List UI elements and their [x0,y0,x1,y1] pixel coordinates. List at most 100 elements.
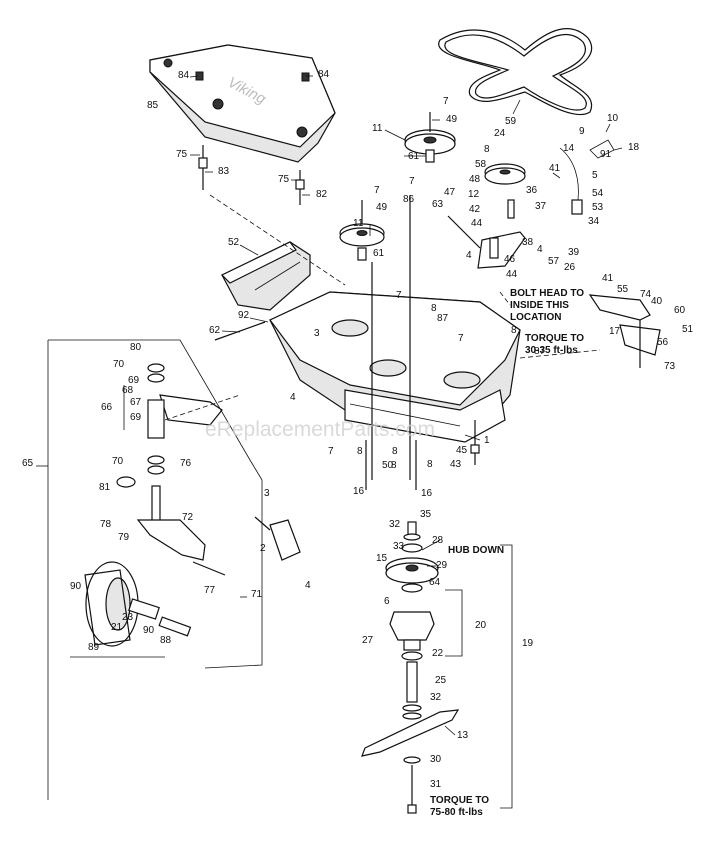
callout-11: 11 [353,218,364,229]
callout-66: 66 [101,402,113,413]
callout-8: 8 [392,446,398,457]
callout-49: 49 [446,114,458,125]
callout-74: 74 [640,289,652,300]
callout-82: 82 [316,189,328,200]
callout-91: 91 [600,149,612,160]
callout-79: 79 [118,532,130,543]
callout-1: 1 [484,435,490,446]
caster-wheel-assembly [84,363,226,647]
callout-51: 51 [682,324,694,335]
callout-61: 61 [373,248,385,259]
callout-44: 44 [471,218,483,229]
callout-39: 39 [568,247,580,258]
callout-41: 41 [549,163,561,174]
callout-4: 4 [305,580,311,591]
callout-33: 33 [393,541,405,552]
callout-28: 28 [432,535,444,546]
callout-80: 80 [130,342,142,353]
callout-7: 7 [409,176,415,187]
callout-46: 46 [504,254,516,265]
discharge-chute [220,241,311,311]
callout-17: 17 [609,326,621,337]
callout-90: 90 [143,625,155,636]
callout-73: 73 [664,361,676,372]
dashed-lines [164,194,601,421]
callout-49: 49 [376,202,388,213]
callout-10: 10 [607,113,619,124]
callout-7: 7 [443,96,449,107]
callout-35: 35 [420,509,432,520]
callout-63: 63 [432,199,444,210]
callout-3: 3 [264,488,270,499]
callout-34: 34 [588,216,600,227]
callout-50: 50 [382,460,394,471]
callout-16: 16 [353,486,365,497]
callout-26: 26 [564,262,576,273]
callout-8: 8 [484,144,490,155]
spindle-assembly [361,521,460,814]
callout-84: 84 [318,69,330,80]
note-bolt-head-line2: INSIDE THIS [510,300,569,311]
callout-16: 16 [421,488,433,499]
callout-81: 81 [99,482,111,493]
note-torque-bottom-line2: 75-80 ft-lbs [430,807,483,818]
callout-48: 48 [469,174,481,185]
callout-8: 8 [431,303,437,314]
note-bolt-head: BOLT HEAD TO INSIDE THIS LOCATION [510,288,584,323]
callout-45: 45 [456,445,468,456]
callout-72: 72 [182,512,194,523]
callout-53: 53 [592,202,604,213]
callout-7: 7 [458,333,464,344]
callout-56: 56 [657,337,669,348]
watermark: eReplacementParts.com [205,418,435,441]
callout-21: 21 [111,622,123,633]
brackets [254,516,301,561]
callout-8: 8 [391,460,397,471]
callout-89: 89 [88,642,100,653]
callout-9: 9 [579,126,585,137]
callout-69: 69 [130,412,142,423]
callout-23: 23 [122,612,134,623]
callout-7: 7 [374,185,380,196]
callout-15: 15 [376,553,388,564]
callout-62: 62 [209,325,221,336]
callout-29: 29 [436,560,448,571]
callout-86: 86 [403,194,415,205]
callout-25: 25 [435,675,447,686]
callout-47: 47 [444,187,456,198]
note-bolt-head-line1: BOLT HEAD TO [510,288,584,299]
callout-20: 20 [475,620,487,631]
callout-88: 88 [160,635,172,646]
note-torque-top-line1: TORQUE TO [525,333,584,344]
upper-pulleys [339,112,526,261]
callout-2: 2 [260,543,266,554]
note-torque-top: TORQUE TO 30-35 ft-lbs [525,333,584,356]
callout-36: 36 [526,185,538,196]
idler-arm-assembly [447,139,615,269]
callout-87: 87 [437,313,449,324]
note-torque-bottom-line1: TORQUE TO [430,795,489,806]
callout-19: 19 [522,638,534,649]
callout-92: 92 [238,310,250,321]
callout-75: 75 [176,149,188,160]
callout-6: 6 [384,596,390,607]
callout-5: 5 [592,170,598,181]
callout-71: 71 [251,589,263,600]
callout-42: 42 [469,204,481,215]
callout-84: 84 [178,70,190,81]
callout-41: 41 [602,273,614,284]
drive-belt [438,28,593,116]
note-torque-top-line2: 30-35 ft-lbs [525,345,578,356]
callout-78: 78 [100,519,112,530]
callout-13: 13 [457,730,469,741]
callout-7: 7 [396,290,402,301]
callout-14: 14 [563,143,575,154]
cover-fasteners [198,145,305,205]
side-linkage [588,294,661,368]
callout-40: 40 [651,296,663,307]
callout-64: 64 [429,577,441,588]
callout-90: 90 [70,581,82,592]
callout-32: 32 [430,692,442,703]
